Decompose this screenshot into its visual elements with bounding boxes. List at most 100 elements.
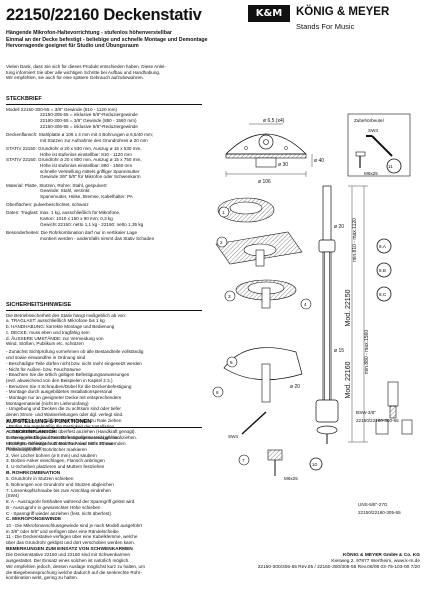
- footer-company: KÖNIG & MEYER GmbH & Co. KG: [342, 553, 420, 558]
- assembly-line: 10 - Die Mikrofonanschlussgewinde sind j…: [6, 522, 143, 528]
- spec-line: Besonderheiten: Die Rohrkombination darf…: [6, 230, 137, 236]
- callout-7: 7: [242, 458, 245, 463]
- callout-2: 2: [220, 240, 223, 245]
- intro-text: Vielen Dank, dass Sie sich für dieses Pr…: [6, 64, 206, 81]
- range-22160-label: min.880 - max.1560: [364, 330, 370, 374]
- height-dimensions: Mod. 22150 min.810 - max.1120 Mod. 22160…: [345, 185, 370, 443]
- brand-block: K&M KÖNIG & MEYER Stands For Music: [248, 5, 420, 35]
- callout-8b: 8.B: [379, 268, 386, 273]
- assembly-subheading: C. MIKROFONGEWINDE: [6, 517, 62, 523]
- safety-line: c. DECKE: muss eben und tragfähig sein: [6, 329, 90, 335]
- callout-8c: 8.C: [379, 292, 387, 297]
- assembly-line: ausgestattet. Der Einsatz eines solchen …: [6, 558, 130, 564]
- safety-section: SICHERHEITSHINWEISE Die Betriebssicherhe…: [6, 302, 202, 452]
- steckbrief-lines: Modell 22150-300-55 = 3/8" Gewinde (810 …: [6, 107, 202, 242]
- callout-10: 10: [312, 462, 318, 467]
- mic-thread-detail: 10: [309, 381, 413, 471]
- assembly-line: 2. Vier Löcher bohren (ø 8 mm) und säube…: [6, 452, 97, 458]
- technical-drawing: ø 6,5 (x4) ø 106 ø 40 ø 30 11 Zubehörbeu…: [212, 113, 413, 515]
- safety-line: - Benutzen Sie 4 Schrauben/Dübel für die…: [6, 383, 132, 389]
- assembly-line: 4. U-Scheiben platzieren und Muttern fes…: [6, 463, 105, 469]
- footer-docref: 22150-300/305-55 Rev.05 / 22160-300/305-…: [257, 565, 420, 571]
- steckbrief-heading: STECKBRIEF: [6, 96, 202, 105]
- callout-1: 1: [222, 210, 225, 215]
- safety-line: Diese regelmäßig auf Festsitz kontrollie…: [6, 434, 137, 440]
- safety-line: b. HANDHABUNG: korrekte Montage und Bedi…: [6, 324, 115, 330]
- spec-line: STATIV 22160: Grundrohr ø 20 x 800 mm, A…: [6, 157, 142, 163]
- assembly-line: C - Spanngriff wieder anziehen (fest, ni…: [6, 510, 111, 516]
- assembly-subheading: B. ROHRKOMBINATION: [6, 470, 61, 476]
- spec-line: Gewinde 3/8" 5/8" für Mikrofon oder Schw…: [40, 174, 141, 180]
- steckbrief-section: STECKBRIEF Modell 22150-300-55 = 3/8" Ge…: [6, 96, 202, 242]
- mod-22160-label: Mod. 22160: [345, 361, 352, 398]
- part-bsw-label: BSW-3/8": [356, 410, 376, 415]
- callout-11: 11: [388, 164, 393, 169]
- callout-5: 5: [230, 360, 233, 365]
- tube-assembly: [315, 185, 339, 444]
- accessory-detail: 11: [347, 113, 411, 177]
- callout-8a: 8.A: [379, 244, 387, 249]
- dim-tube20-label: ø 20: [334, 224, 344, 230]
- intro-line: Vielen Dank, dass Sie sich für dieses Pr…: [6, 64, 166, 69]
- subtitle-line: Einmal an der Decke befestigt - beliebig…: [6, 36, 208, 43]
- safety-line: - Zunächst Sichtprüfung vornehmen ob all…: [6, 349, 144, 355]
- mod-22150-label: Mod. 22150: [345, 289, 352, 326]
- assembly-line: (SW4): [6, 493, 20, 499]
- assembly-line: 6. Bohrungen von Grundrohr und Stutzen a…: [6, 482, 114, 488]
- assembly-line: 5. Grundrohr in Stutzen schieben: [6, 476, 74, 482]
- spec-line: Gewinde: Stahl, verzinkt: [40, 188, 90, 194]
- spec-line: montiert werden - andernfalls nimmt das …: [40, 235, 155, 241]
- brand-name: KÖNIG & MEYER: [296, 6, 390, 18]
- assembly-line: in 3/8" oder 5/8" und verfügen über eine…: [6, 528, 119, 534]
- subtitle-line: Hängende Mikrofon-Haltevorrichtung - stu…: [6, 30, 172, 36]
- ceiling-mount-view-1: 1: [217, 197, 275, 223]
- safety-line: - Umgebung und Decken die zu achtsam sin…: [6, 406, 121, 412]
- wrench-label-lower: SW4: [228, 434, 238, 439]
- safety-line: - Reinigen mit leicht feuchtem Tuch und …: [6, 440, 126, 446]
- intro-line: tung informiert Sie über alle wichtigen …: [6, 69, 161, 75]
- spec-line: Deckenflansch: Stahlplatte ø 106 x 4 mm …: [6, 132, 154, 138]
- safety-line: denen Strom- und Wasserleitungen oder dg…: [6, 412, 124, 418]
- assembly-line: die Biegebeanspruchung welche dadurch au…: [6, 569, 142, 575]
- page-title: 22150/22160 Deckenstativ: [6, 6, 202, 24]
- dim-stub-label: ø 30: [278, 162, 288, 168]
- range-22150-label: min.810 - max.1120: [352, 218, 358, 262]
- assembly-line: 7. Linsenkopfschraube bis zum Anschlag e…: [6, 487, 111, 493]
- spec-line: 22160-300-55 = 3/8" Gewinde (880 - 1560 …: [40, 118, 137, 124]
- spec-line: Höhe ist stufenlos einstellbar: 880 - 15…: [40, 163, 133, 169]
- safety-line: (evtl. abweichend von den Beispielen in …: [6, 377, 113, 383]
- assembly-line: kombination wirkt, gering zu halten.: [6, 575, 79, 581]
- ceiling-mount-view-3: 3 4: [224, 279, 312, 310]
- wrench-label-top: SW4: [368, 128, 378, 133]
- safety-line: Im Zweifel einen qualifizierten Fachmann…: [6, 417, 122, 423]
- safety-line: Wind, Stößen, Publikum etc. schützen: [6, 341, 84, 347]
- brand-tagline: Stands For Music: [296, 22, 355, 31]
- spec-line: schnelle Verstellung mittels griffiger S…: [40, 168, 140, 174]
- dim-hole-label: ø 6,5 (x4): [263, 118, 285, 124]
- safety-line: - Montage nur an geeigneter Decke mit en…: [6, 395, 122, 401]
- assembly-line: Platte auspfaden, Bohrlöcher markieren: [6, 446, 87, 452]
- spec-line: Oberflächen: pulverbeschichtet, schwarz: [6, 202, 89, 208]
- ceiling-mount-view-2: 2: [215, 231, 303, 267]
- assembly-line: 1. Geeignete Decke sowie Befestigungsmat…: [6, 435, 120, 441]
- footer: KÖNIG & MEYER GmbH & Co. KG Kiesweg 2, 9…: [254, 553, 420, 572]
- spec-line: Modell 22150-300-55 = 3/8" Gewinde (810 …: [6, 106, 117, 112]
- safety-line: Die Betriebssicherheit des Stativ hängt …: [6, 312, 127, 318]
- assembly-subheading: A. DECKENFLANSCH: [6, 429, 56, 435]
- safety-line: a. TRAGLAST: ausschließlich Mikrofone bi…: [6, 318, 105, 324]
- spec-line: Material: Platte, Stutzen, Rohre: Stahl,…: [6, 182, 107, 188]
- safety-heading: SICHERHEITSHINWEISE: [6, 302, 202, 311]
- safety-line: - Beachten Sie die örtlich gültigen Befe…: [6, 372, 130, 378]
- screw-label-lower: M6x25: [284, 476, 298, 481]
- safety-lines: Die Betriebssicherheit des Stativ hängt …: [6, 313, 202, 452]
- spec-line: 22150-305-55 = inklusive 5/8"-Reduzierge…: [40, 112, 138, 118]
- screw-label-top: M6x25: [364, 171, 378, 176]
- assembly-line: 8. A - Auszugrohr festhalten während der…: [6, 499, 135, 505]
- model-300-label: 22150/22160-300-55: [356, 418, 399, 423]
- safety-line: - Prüfen Sie regelmäßig die Festigkeit d…: [6, 423, 116, 429]
- safety-line: - Nicht für Außen- bzw. Feuchträume: [6, 366, 81, 372]
- spec-line: Daten: Traglast: max. 1 kg, ausschließli…: [6, 210, 121, 216]
- spec-line: 22160-305-55 = inklusive 5/8"-Reduzierge…: [40, 123, 138, 129]
